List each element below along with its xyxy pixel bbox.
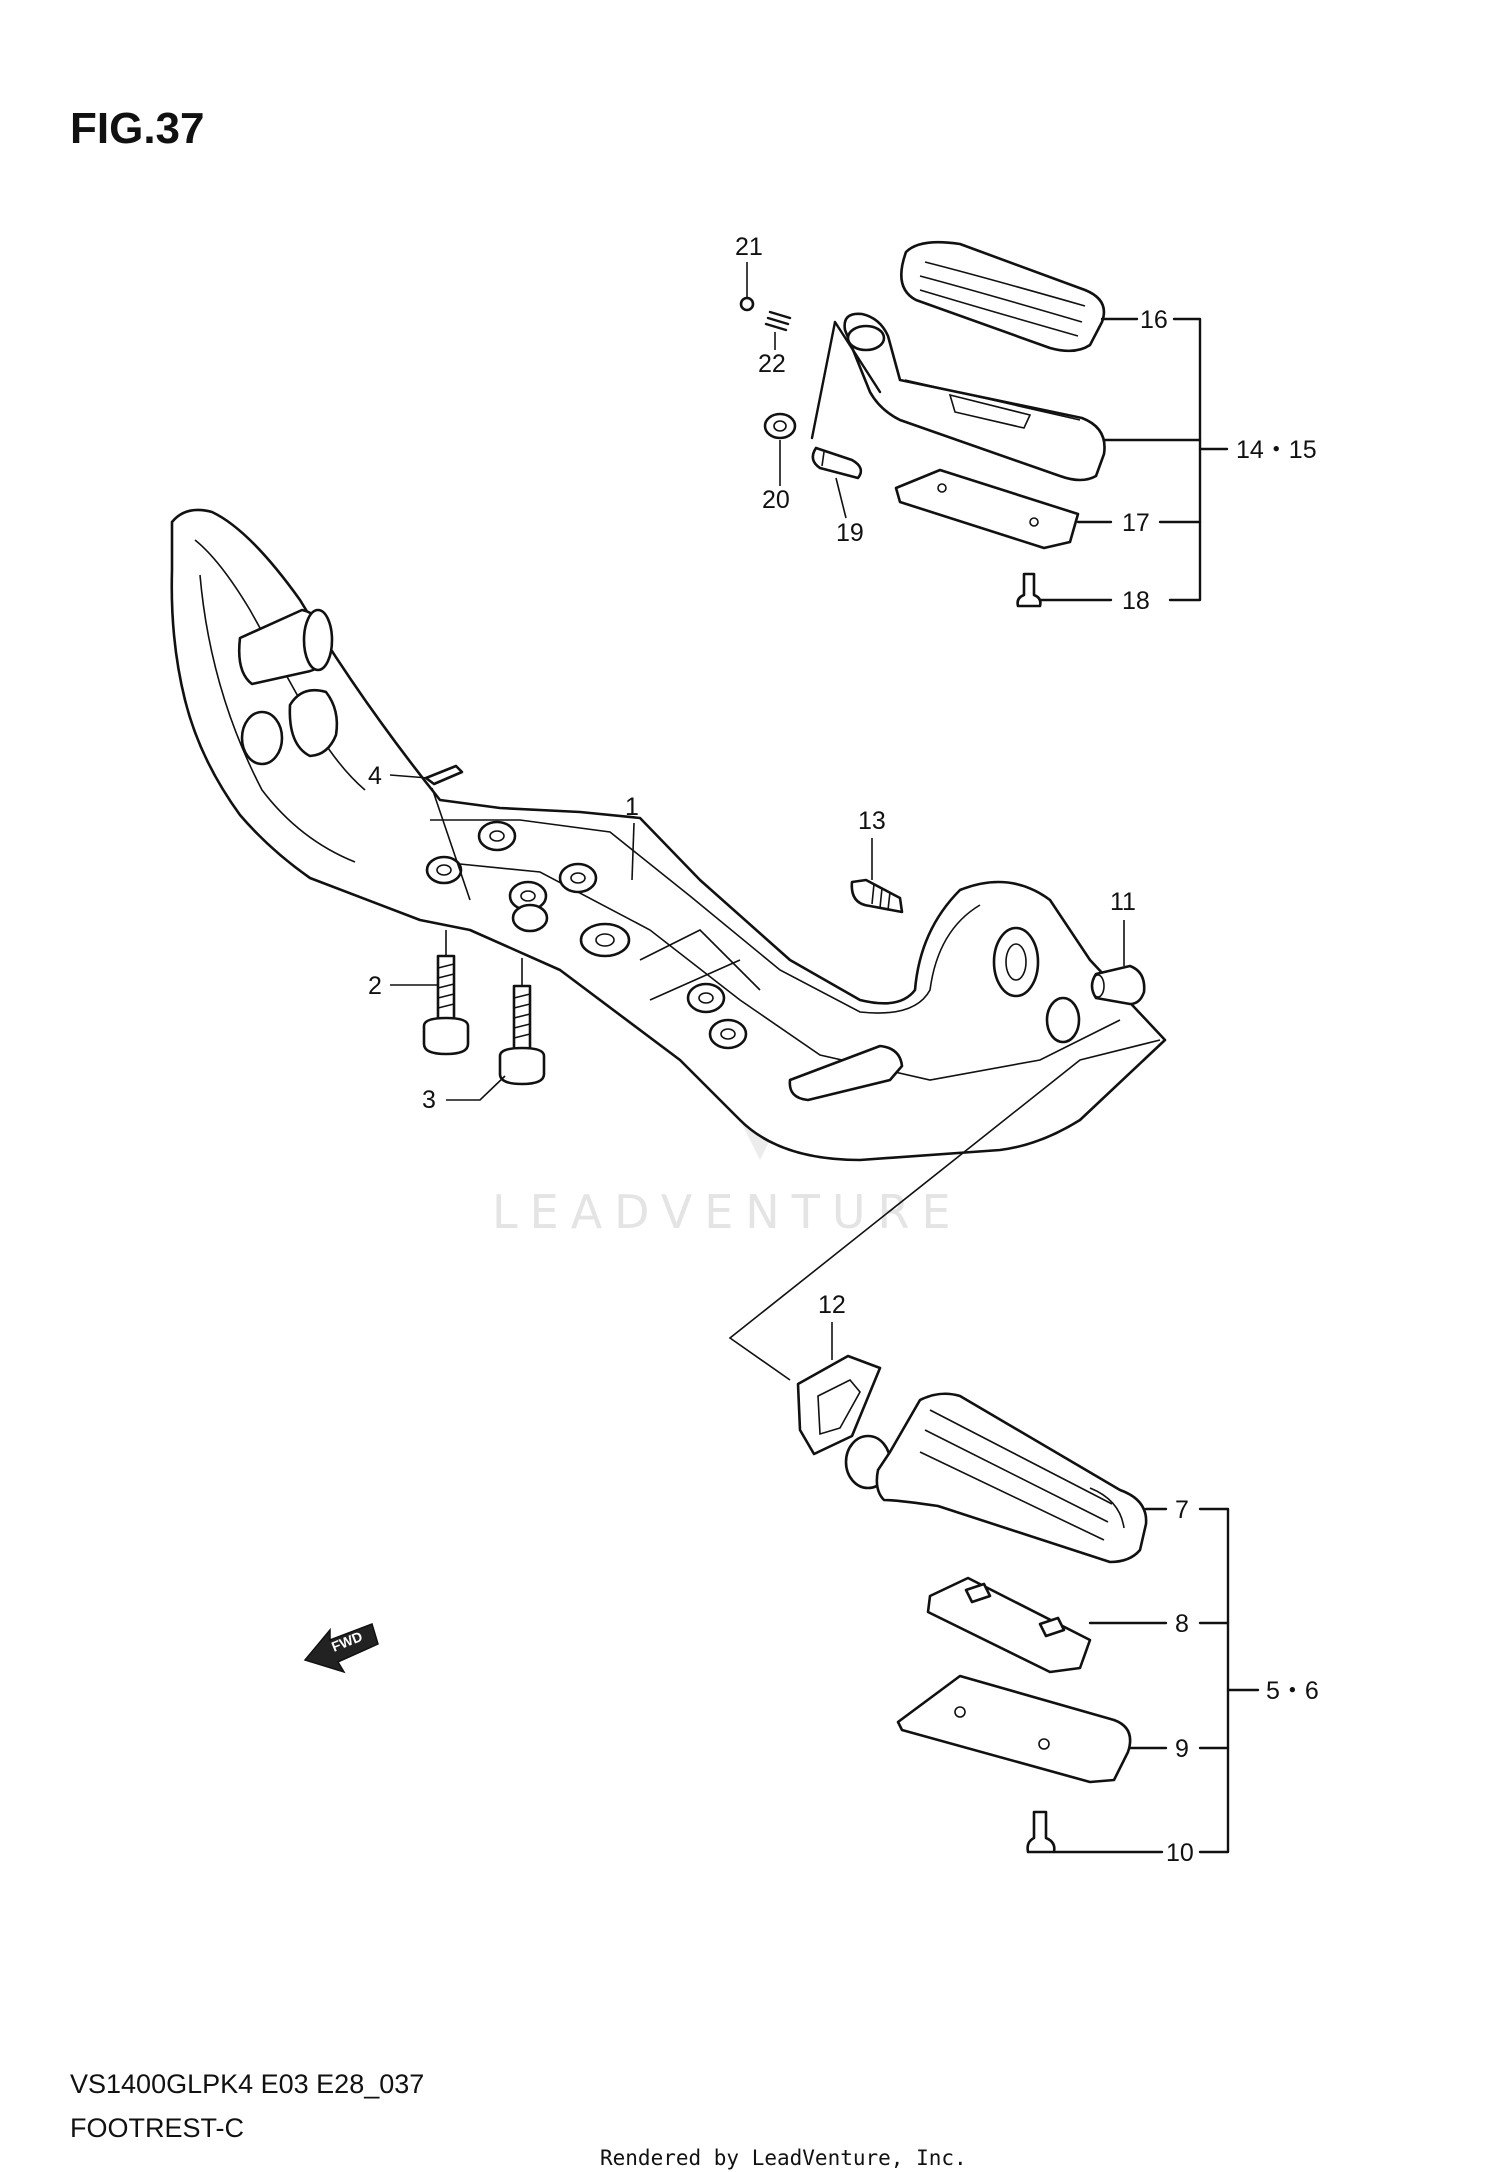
leaders-2-3-guide [445, 930, 523, 986]
part-8-plate[interactable] [926, 1576, 1092, 1674]
model-code: VS1400GLPK4 E03 E28_037 [70, 2069, 424, 2099]
callout-20: 20 [762, 486, 790, 514]
callout-13: 13 [858, 807, 886, 835]
callout-7: 7 [1175, 1496, 1189, 1524]
bracket-upper-b [1102, 438, 1229, 451]
callout-17: 17 [1122, 509, 1150, 537]
part-7-footrest-rubber[interactable] [844, 1392, 1148, 1564]
callout-16: 16 [1140, 306, 1168, 334]
callout-5-6: 5・6 [1266, 1677, 1319, 1705]
callout-19: 19 [836, 519, 864, 547]
part-11-cap[interactable] [1090, 964, 1146, 1006]
section-name: FOOTREST-C [70, 2113, 244, 2143]
credit-text: Rendered by LeadVenture, Inc. [600, 2146, 967, 2170]
part-22-spring[interactable] [764, 310, 792, 332]
assembly-guide-upper [810, 320, 882, 440]
leader-4 [389, 774, 429, 779]
callout-3: 3 [422, 1086, 436, 1114]
part-19-pin[interactable] [811, 446, 863, 480]
callout-4: 4 [368, 762, 382, 790]
part-14-15-footrest-arm[interactable] [843, 312, 1106, 482]
part-13-bolt[interactable] [850, 878, 904, 914]
part-12-rubber-gasket[interactable] [796, 1354, 882, 1456]
part-17-footrest-plate[interactable] [894, 468, 1080, 550]
part-9-pad[interactable] [896, 1674, 1132, 1784]
callout-11: 11 [1110, 888, 1136, 916]
figure-title: FIG.37 [70, 104, 205, 153]
callout-12: 12 [818, 1291, 846, 1319]
part-18-bolt[interactable] [1016, 572, 1042, 608]
callout-2: 2 [368, 972, 382, 1000]
callout-18: 18 [1122, 587, 1150, 615]
callout-22: 22 [758, 350, 786, 378]
watermark-text: LEADVENTURE [492, 1185, 963, 1239]
leader-1 [631, 822, 635, 881]
part-16-footrest-rubber[interactable] [900, 240, 1106, 353]
part-10-bolt[interactable] [1026, 1810, 1056, 1854]
leader-19 [835, 477, 847, 519]
part-3-bolt[interactable] [498, 984, 546, 1086]
part-1-footrest-bracket[interactable] [170, 508, 1167, 1162]
leader-3 [446, 1075, 506, 1101]
fwd-arrow-icon: FWD [303, 1623, 379, 1674]
callout-10: 10 [1166, 1839, 1194, 1867]
part-21-ball[interactable] [739, 296, 755, 312]
bracket-upper-a [1100, 317, 1202, 602]
callout-21: 21 [735, 233, 763, 261]
callout-1: 1 [625, 793, 639, 821]
callout-14-15: 14・15 [1236, 436, 1317, 464]
part-4-clip[interactable] [424, 764, 471, 901]
callout-9: 9 [1175, 1735, 1189, 1763]
assembly-guide-lower [728, 1039, 1161, 1381]
part-2-bolt[interactable] [422, 954, 470, 1056]
bracket-lower-a [1144, 1507, 1230, 1854]
callout-8: 8 [1175, 1610, 1189, 1638]
part-20-washer[interactable] [763, 412, 797, 440]
